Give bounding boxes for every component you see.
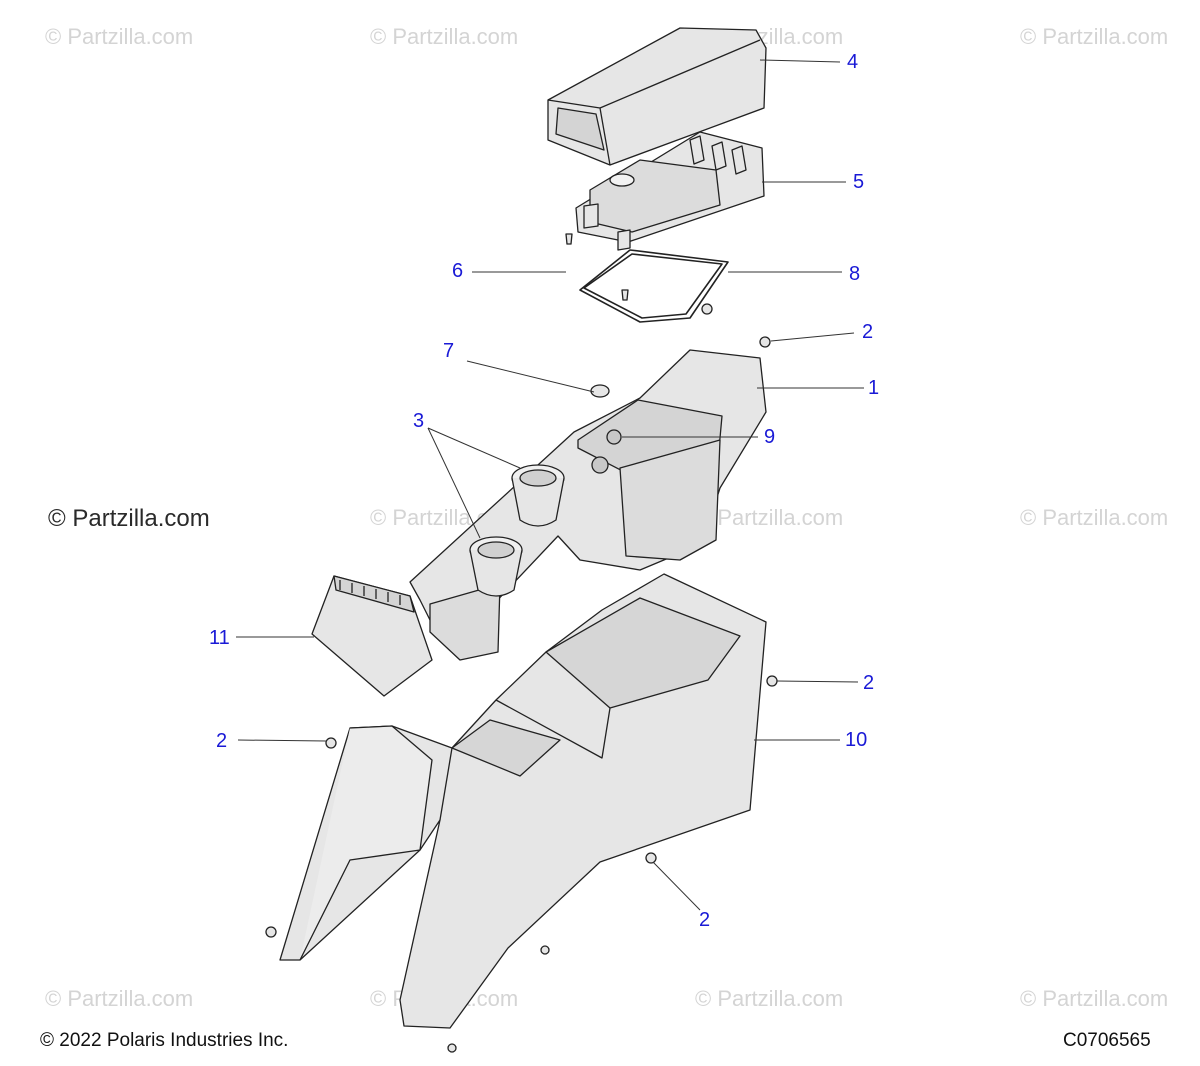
callout-number: 2 [216, 730, 228, 752]
screw [565, 233, 629, 301]
callout-number: 10 [845, 729, 868, 751]
watermark: © Partzilla.com [370, 24, 519, 49]
watermark-main: © Partzilla.com [48, 505, 210, 532]
watermark: © Partzilla.com [45, 986, 194, 1011]
callout-number: 8 [849, 263, 861, 285]
watermark: © Partzilla.com [45, 24, 194, 49]
plug [590, 384, 610, 398]
leader-lines [236, 59, 864, 911]
gasket-seal [579, 249, 729, 323]
lower-console [279, 573, 767, 1029]
watermark: © Partzilla.com [1020, 24, 1169, 49]
callout-number: 6 [452, 260, 464, 282]
callout-number: 1 [868, 377, 880, 399]
armrest-lid [547, 27, 767, 166]
insert-tray [311, 575, 433, 697]
callout-number: 11 [209, 627, 230, 649]
callout-number: 7 [443, 340, 455, 362]
watermark: © Partzilla.com [695, 986, 844, 1011]
callout-number: 9 [764, 426, 776, 448]
watermark: © Partzilla.com [695, 505, 844, 530]
cup-holder [469, 464, 565, 597]
copyright-text: © 2022 Polaris Industries Inc. [40, 1030, 289, 1051]
storage-tray [575, 131, 765, 251]
callout-number: 2 [862, 321, 874, 343]
watermark: © Partzilla.com [1020, 986, 1169, 1011]
callout-number: 5 [853, 171, 865, 193]
callout-number: 2 [699, 909, 711, 931]
watermark: © Partzilla.com [1020, 505, 1169, 530]
callout-number: 2 [863, 672, 875, 694]
diagram-code: C0706565 [1063, 1030, 1151, 1051]
callout-number: 4 [847, 51, 859, 73]
callout-number: 3 [413, 410, 425, 432]
